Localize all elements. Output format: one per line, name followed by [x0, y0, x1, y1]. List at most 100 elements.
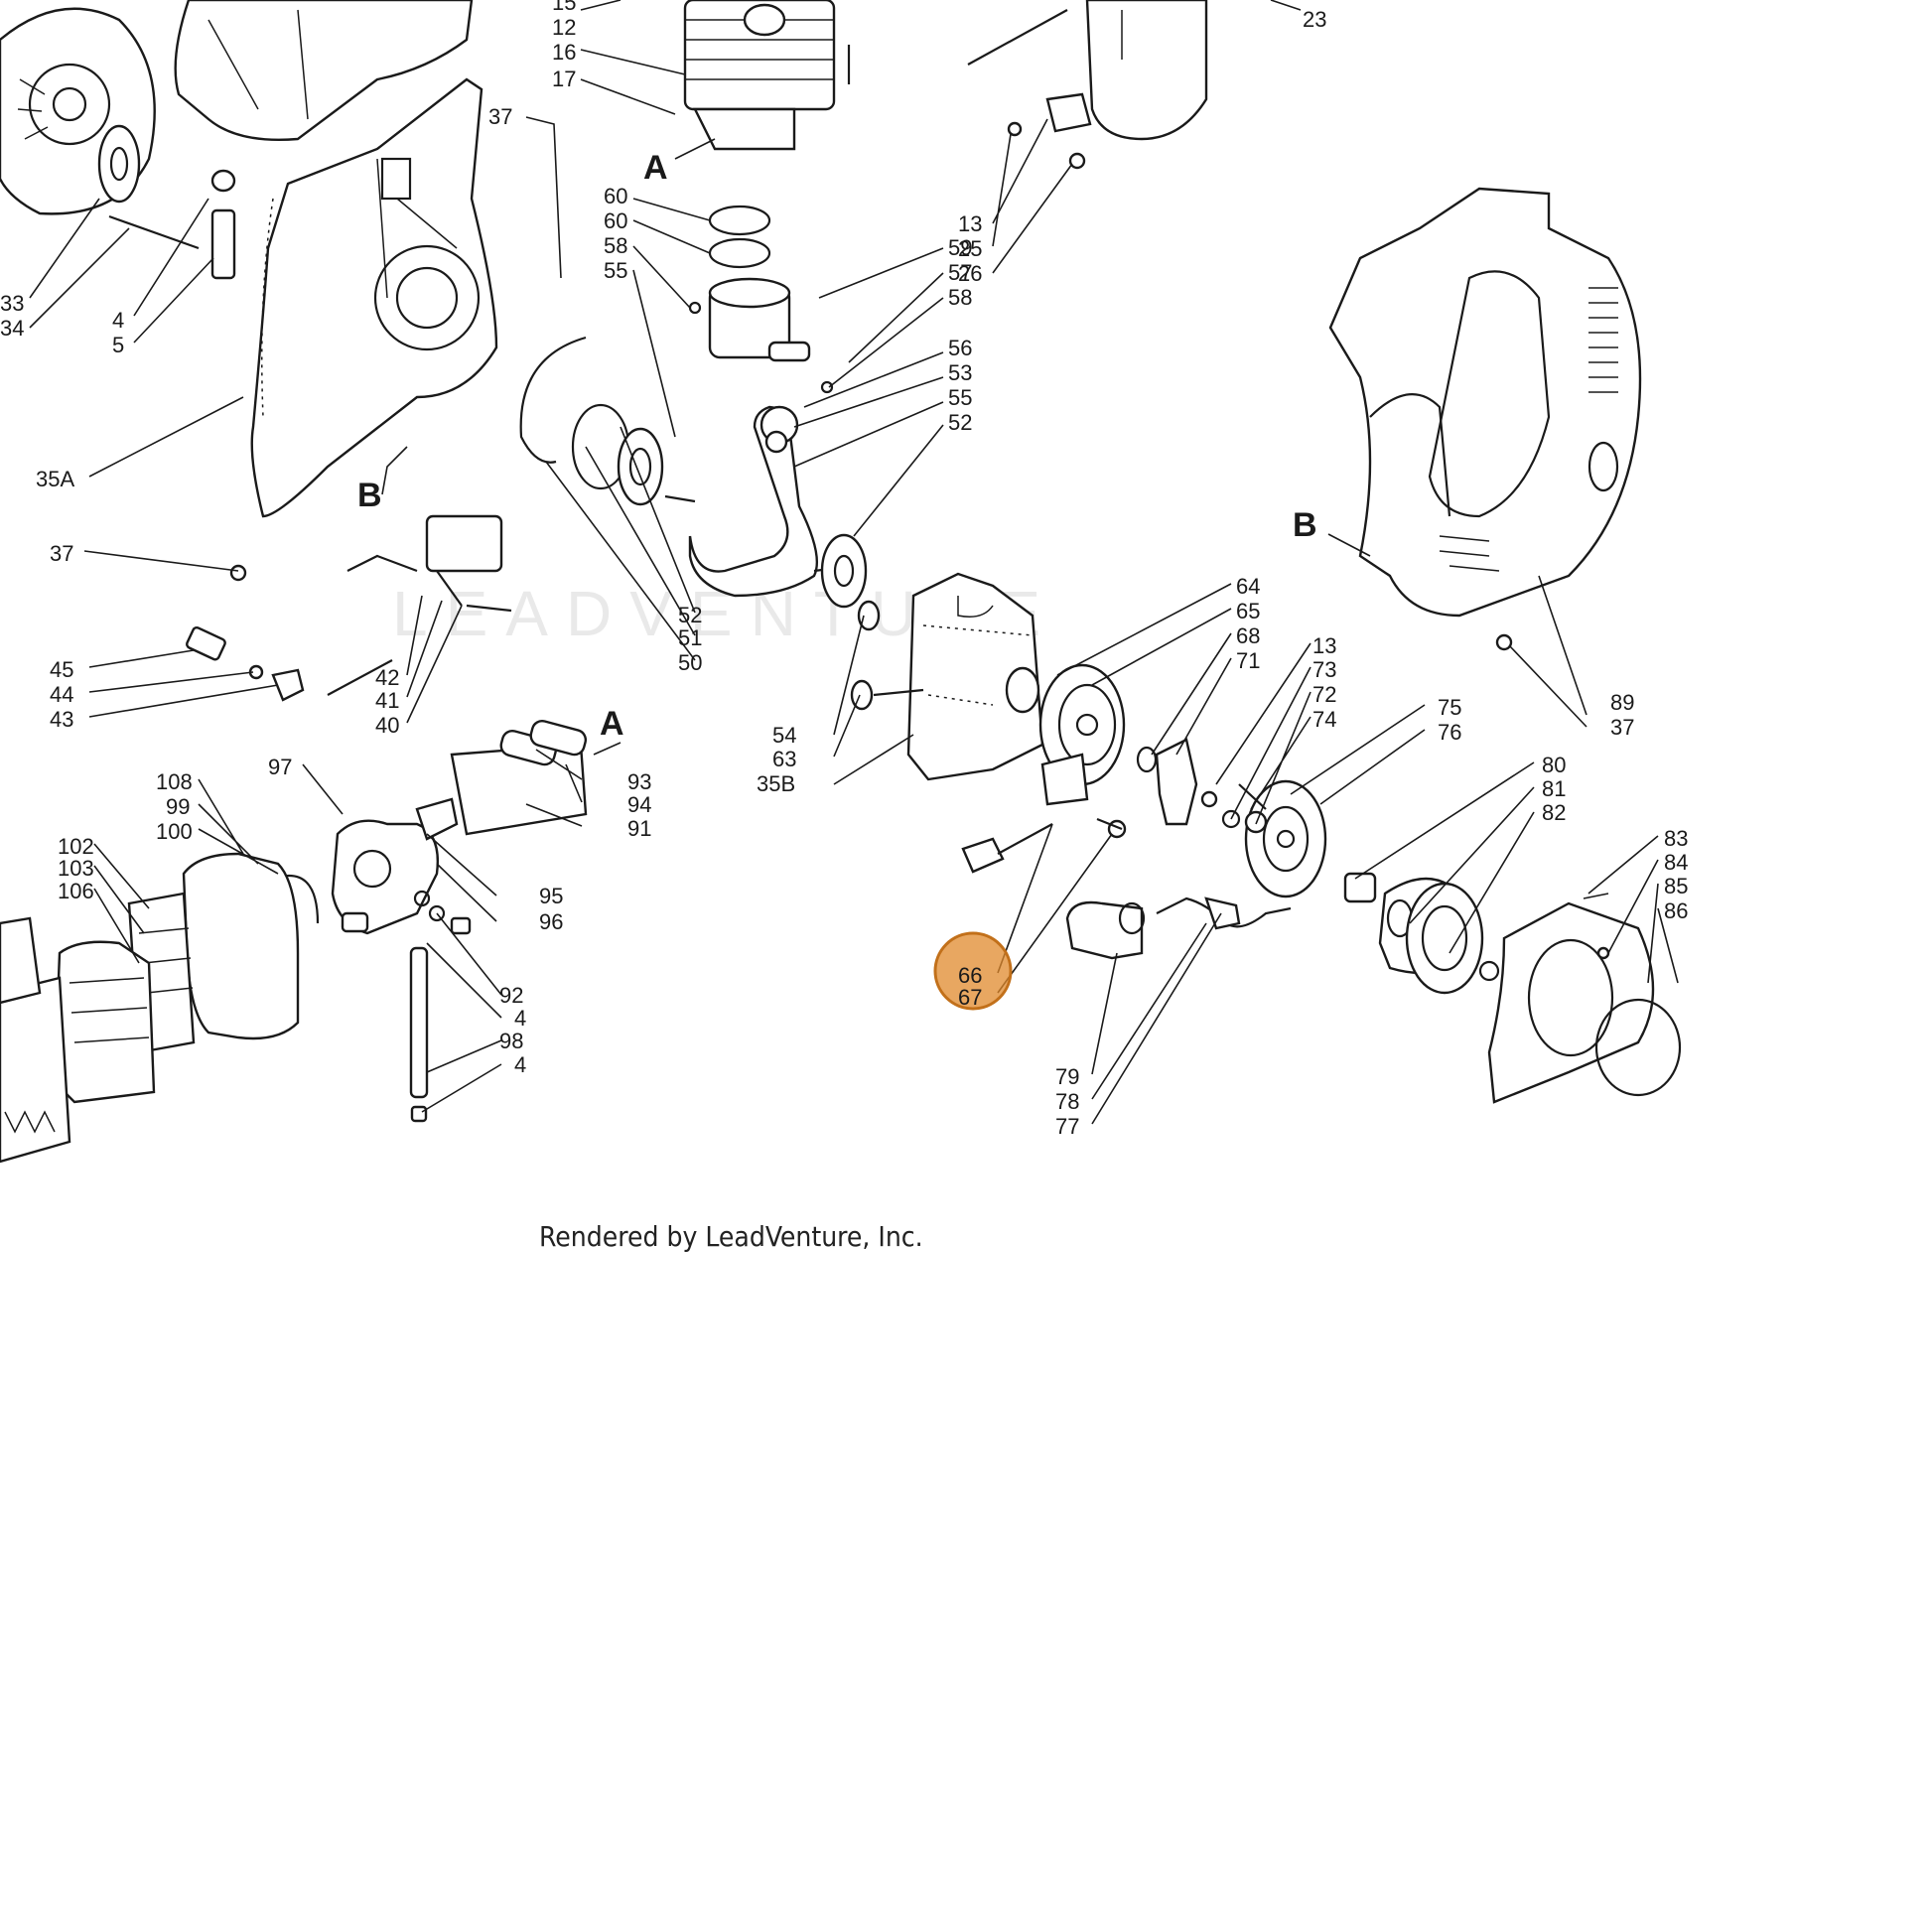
fan-housing — [174, 0, 474, 141]
callout-37[interactable]: 37 — [488, 104, 512, 129]
callout-75[interactable]: 75 — [1438, 695, 1461, 720]
callout-44[interactable]: 44 — [50, 682, 73, 707]
callout-98[interactable]: 98 — [499, 1029, 523, 1053]
callout-40[interactable]: 40 — [375, 713, 399, 738]
callout-13[interactable]: 13 — [1312, 633, 1336, 658]
callout-4[interactable]: 4 — [514, 1006, 526, 1031]
callout-102[interactable]: 102 — [58, 834, 94, 859]
cylinder — [683, 0, 836, 151]
muffler-body — [1085, 0, 1208, 141]
callout-4[interactable]: 4 — [112, 308, 124, 333]
main-bearing — [820, 533, 868, 609]
callout-37[interactable]: 37 — [1610, 715, 1634, 740]
callout-13[interactable]: 13 — [958, 211, 982, 236]
leader-lines — [29, 0, 1679, 1125]
callout-60[interactable]: 60 — [604, 184, 627, 208]
callout-96[interactable]: 96 — [539, 909, 563, 934]
callout-5[interactable]: 5 — [112, 333, 124, 357]
callout-72[interactable]: 72 — [1312, 682, 1336, 707]
callout-92[interactable]: 92 — [499, 983, 523, 1008]
callout-106[interactable]: 106 — [58, 879, 94, 903]
callout-52[interactable]: 52 — [678, 603, 702, 627]
coil-bracket — [961, 837, 1005, 874]
callout-82[interactable]: 82 — [1542, 800, 1566, 825]
callout-54[interactable]: 54 — [772, 723, 796, 748]
callout-42[interactable]: 42 — [375, 665, 399, 690]
callout-26[interactable]: 26 — [958, 261, 982, 286]
crank-seal — [1005, 666, 1040, 714]
callout-60[interactable]: 60 — [604, 208, 627, 233]
callout-55[interactable]: 55 — [948, 385, 972, 410]
callout-68[interactable]: 68 — [1236, 623, 1260, 648]
callout-79[interactable]: 79 — [1055, 1064, 1079, 1089]
callout-12[interactable]: 12 — [552, 15, 576, 40]
callout-17[interactable]: 17 — [552, 67, 576, 91]
highlight-marker[interactable] — [933, 931, 1013, 1011]
callout-41[interactable]: 41 — [375, 688, 399, 713]
callout-56[interactable]: 56 — [948, 336, 972, 360]
callout-55[interactable]: 55 — [604, 258, 627, 283]
callout-37[interactable]: 37 — [50, 541, 73, 566]
callout-95[interactable]: 95 — [539, 884, 563, 908]
callout-103[interactable]: 103 — [58, 856, 94, 881]
callout-81[interactable]: 81 — [1542, 776, 1566, 801]
callout-53[interactable]: 53 — [948, 360, 972, 385]
callout-94[interactable]: 94 — [627, 792, 651, 817]
callout-64[interactable]: 64 — [1236, 574, 1260, 599]
callout-78[interactable]: 78 — [1055, 1089, 1079, 1114]
callout-25[interactable]: 25 — [958, 236, 982, 261]
callout-43[interactable]: 43 — [50, 707, 73, 732]
engine-shroud — [1328, 187, 1642, 618]
callout-71[interactable]: 71 — [1236, 648, 1260, 673]
callout-97[interactable]: 97 — [268, 755, 292, 779]
parts-artwork — [0, 0, 1682, 1164]
clutch-drum — [1244, 779, 1327, 898]
callout-63[interactable]: 63 — [772, 747, 796, 771]
callout-86[interactable]: 86 — [1664, 898, 1688, 923]
credit-text: Rendered by LeadVenture, Inc. — [539, 1220, 923, 1253]
spring — [327, 659, 393, 696]
callout-73[interactable]: 73 — [1312, 657, 1336, 682]
callout-83[interactable]: 83 — [1664, 826, 1688, 851]
callout-58[interactable]: 58 — [948, 285, 972, 310]
callout-76[interactable]: 76 — [1438, 720, 1461, 745]
callout-34[interactable]: 34 — [0, 316, 24, 341]
callout-35A[interactable]: 35A — [36, 467, 74, 491]
bracket — [1045, 92, 1092, 133]
callout-33[interactable]: 33 — [0, 291, 24, 316]
callout-4[interactable]: 4 — [514, 1052, 526, 1077]
callout-57[interactable]: 57 — [948, 260, 972, 285]
air-cleaner — [0, 852, 300, 1164]
callout-108[interactable]: 108 — [156, 769, 193, 794]
callout-80[interactable]: 80 — [1542, 753, 1566, 777]
callout-67[interactable]: 67 — [958, 985, 982, 1010]
callout-50[interactable]: 50 — [678, 650, 702, 675]
callout-15[interactable]: 15 — [552, 0, 576, 15]
needle-bearing — [764, 430, 788, 454]
callout-23[interactable]: 23 — [1303, 7, 1326, 32]
callout-66[interactable]: 66 — [958, 963, 982, 988]
callout-59[interactable]: 59 — [948, 235, 972, 260]
callout-91[interactable]: 91 — [627, 816, 651, 841]
callout-51[interactable]: 51 — [678, 625, 702, 650]
ref-letter-a: A — [643, 149, 668, 187]
callout-100[interactable]: 100 — [156, 819, 193, 844]
callout-35B[interactable]: 35B — [757, 771, 795, 796]
callout-52[interactable]: 52 — [948, 410, 972, 435]
callout-58[interactable]: 58 — [604, 233, 627, 258]
ignition-coil — [346, 514, 503, 607]
callout-65[interactable]: 65 — [1236, 599, 1260, 623]
callout-74[interactable]: 74 — [1312, 707, 1336, 732]
callout-77[interactable]: 77 — [1055, 1114, 1079, 1139]
callout-45[interactable]: 45 — [50, 657, 73, 682]
callout-89[interactable]: 89 — [1610, 690, 1634, 715]
callout-99[interactable]: 99 — [166, 794, 190, 819]
clutch-shoe — [1155, 738, 1198, 826]
callout-93[interactable]: 93 — [627, 769, 651, 794]
ref-letter-b: B — [357, 477, 382, 514]
callout-84[interactable]: 84 — [1664, 850, 1688, 875]
callout-85[interactable]: 85 — [1664, 874, 1688, 898]
callout-16[interactable]: 16 — [552, 40, 576, 65]
recoil-starter — [1343, 872, 1682, 1104]
